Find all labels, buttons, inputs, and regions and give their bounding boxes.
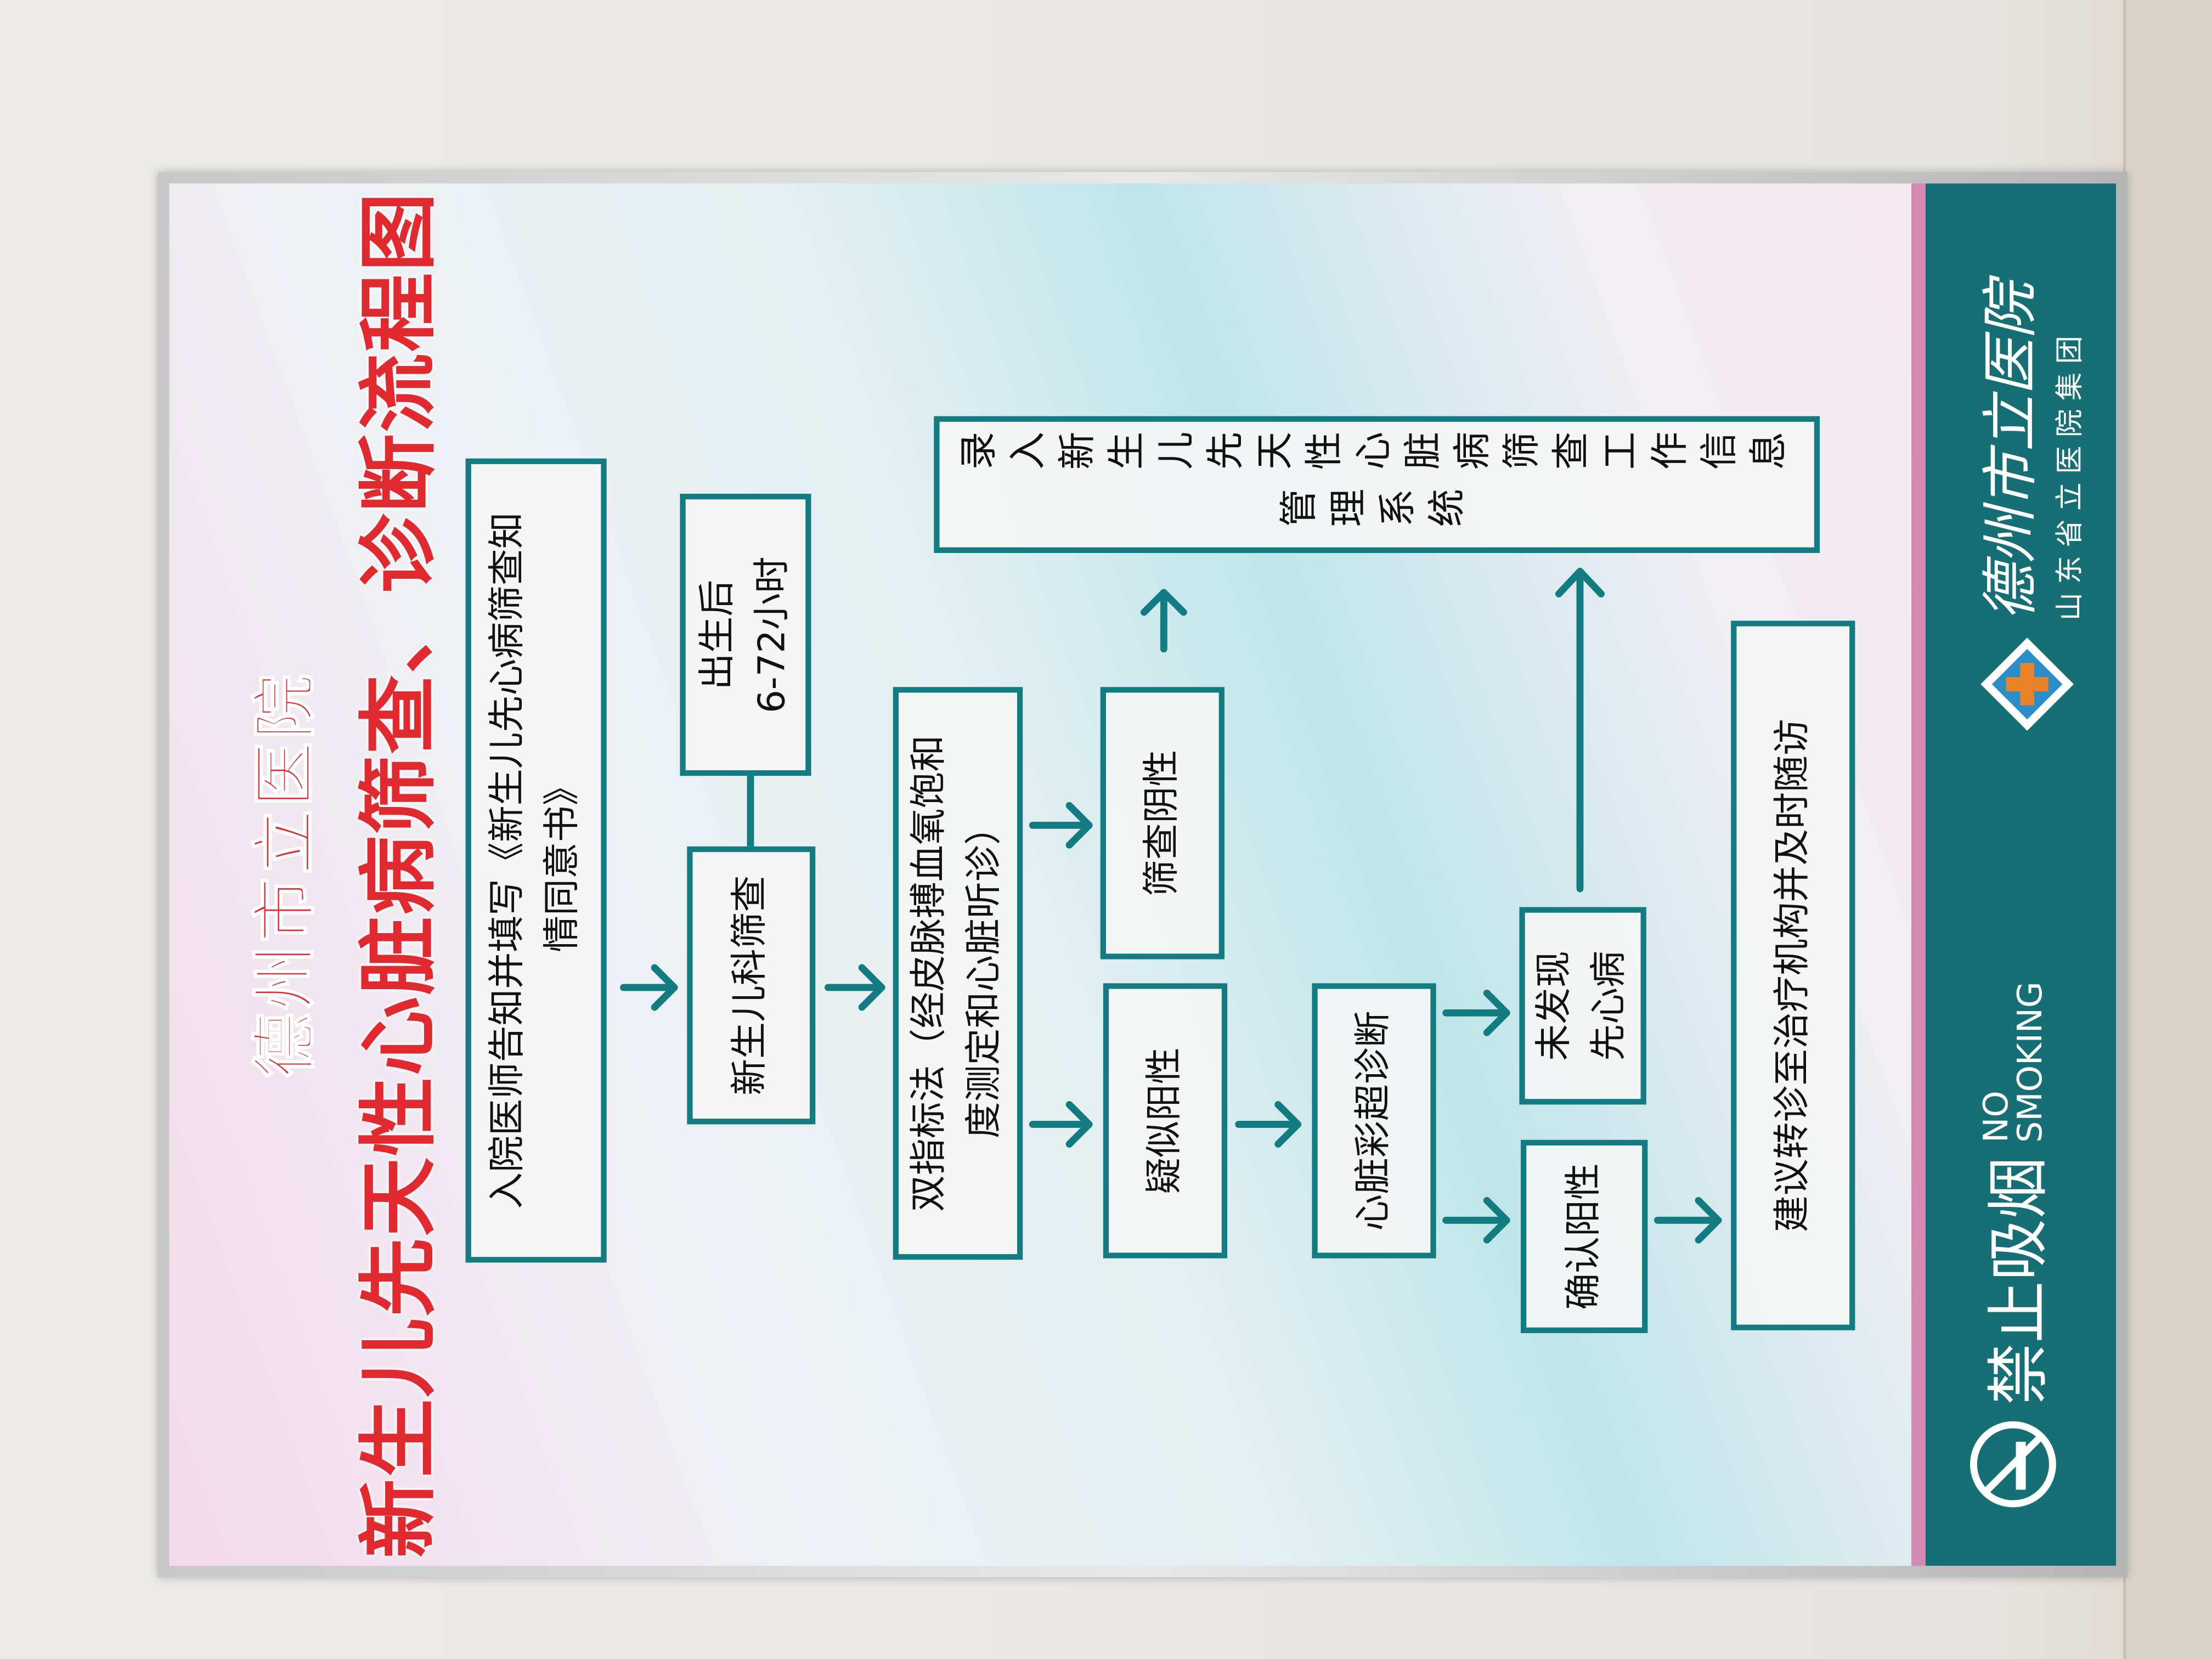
- hospital-logo-icon: [1979, 637, 2073, 731]
- box-nicu-screening: 新生儿科筛查: [687, 846, 816, 1125]
- box-informed-consent: 入院医师告知并填写《新生儿先心病筛查知情同意书》: [465, 458, 607, 1263]
- hospital-logo-block: 德州市立医院 山东省立医院集团: [1965, 282, 2088, 733]
- arrow-dual-to-negative: [1029, 802, 1093, 849]
- box-record-system: 录入新生儿先天性心脏病筛查工作信息管理系统: [934, 416, 1820, 553]
- box-text: 6-72小时: [751, 556, 794, 713]
- box-text: 疑似阳性: [1143, 1047, 1186, 1194]
- box-confirmed-positive: 确认阳性: [1520, 1139, 1648, 1333]
- hospital-group-name: 山东省立医院集团: [2052, 327, 2087, 621]
- arrow-confirmed-to-referral: [1654, 1197, 1722, 1244]
- arrow-suspected-to-echo: [1235, 1101, 1302, 1148]
- arrow-screening-to-dual: [824, 964, 885, 1011]
- box-text: 双指标法（经皮脉搏血氧饱和: [908, 735, 951, 1212]
- box-text: 情同意书》: [541, 769, 584, 952]
- box-text: 未发现: [1533, 951, 1576, 1061]
- box-echo-diagnosis: 心脏彩超诊断: [1312, 983, 1436, 1259]
- box-text: 先心病: [1588, 951, 1631, 1061]
- no-smoking-icon: [1970, 1421, 2056, 1508]
- arrow-echo-to-nochd: [1442, 989, 1510, 1036]
- box-text: 建议转诊至治疗机构并及时随访: [1771, 719, 1814, 1233]
- no-smoking-zh: 禁止吸烟: [1983, 1156, 2056, 1406]
- box-text: 确认阳性: [1562, 1163, 1605, 1310]
- box-referral-followup: 建议转诊至治疗机构并及时随访: [1731, 620, 1855, 1330]
- no-smoking-en: NO SMOKING: [1976, 981, 2050, 1143]
- arrow-dual-to-suspected: [1029, 1101, 1093, 1148]
- box-text: 出生后: [696, 579, 739, 690]
- wall-tiles: [2123, 0, 2212, 1659]
- footer-band: 禁止吸烟 NO SMOKING 德州市立医院 山东省立医院集团: [1911, 183, 2117, 1566]
- hospital-logo-name: 德州市立医院: [1979, 282, 2044, 621]
- box-no-chd-found: 未发现先心病: [1519, 907, 1646, 1105]
- box-screen-negative: 筛查阴性: [1100, 687, 1224, 960]
- box-text: 新生儿科筛查: [729, 875, 772, 1096]
- connector-timing: [745, 776, 816, 843]
- no-smoking-sign: 禁止吸烟 NO SMOKING: [1968, 973, 2058, 1509]
- flow-arrows: [620, 567, 1722, 1244]
- arrow-nochd-to-record: [1555, 567, 1605, 893]
- arrow-echo-to-confirmed: [1442, 1197, 1510, 1244]
- arrow-consent-to-screening: [620, 964, 678, 1011]
- box-text: 录入新生儿先天性心脏病筛查工作信息管理系统: [957, 433, 1797, 534]
- box-suspected-positive: 疑似阳性: [1103, 983, 1228, 1259]
- box-timing: 出生后 6-72小时: [680, 493, 811, 776]
- box-text: 入院医师告知并填写《新生儿先心病筛查知: [487, 512, 529, 1209]
- box-text: 筛查阴性: [1140, 749, 1183, 897]
- poster: 德州市立医院 新生儿先天性心脏病筛查、诊断流程图: [169, 183, 2117, 1566]
- box-dual-index-method: 双指标法（经皮脉搏血氧饱和度测定和心脏听诊）: [893, 687, 1023, 1260]
- box-text: 度测定和心脏听诊）: [963, 808, 1006, 1139]
- poster-frame: 德州市立医院 新生儿先天性心脏病筛查、诊断流程图: [157, 172, 2128, 1577]
- arrow-negative-to-record: [1140, 589, 1187, 653]
- box-text: 心脏彩超诊断: [1352, 1011, 1395, 1231]
